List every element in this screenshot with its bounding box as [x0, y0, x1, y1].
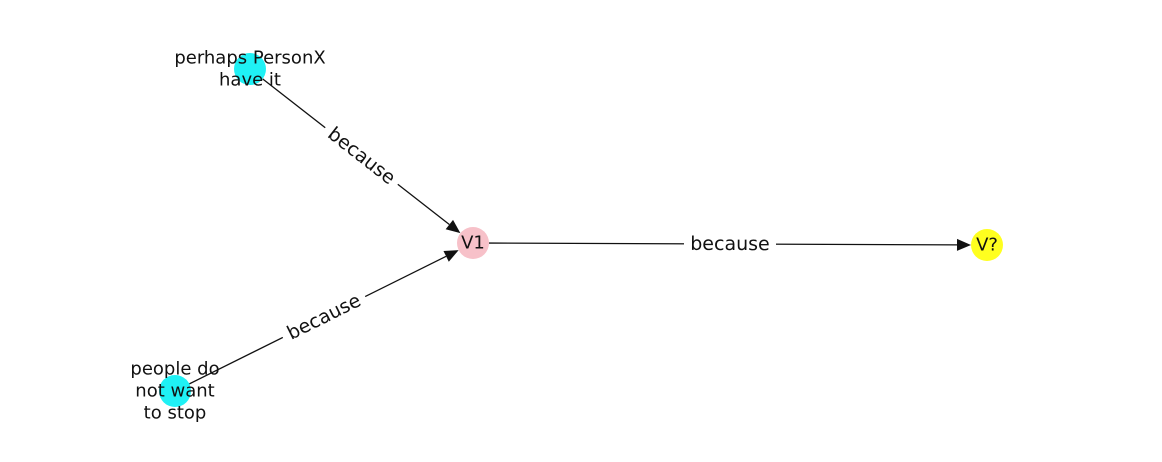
edge-label: because [323, 123, 399, 189]
edge-label-group: because [316, 116, 407, 196]
edge-v1-to-vq: because [488, 229, 972, 259]
edge-perhaps-to-v1: because [262, 78, 461, 234]
edge-label: because [690, 233, 770, 255]
arrowhead [443, 250, 459, 262]
node-circle [971, 229, 1003, 261]
node-label-line: V? [976, 235, 998, 256]
edge-label-background [276, 284, 372, 350]
edge-people-to-v1: because [189, 250, 459, 385]
arrowhead [445, 219, 461, 234]
edge-label-group: because [276, 284, 372, 350]
node-label-line: not want [135, 381, 214, 402]
edges-layer: because because because [189, 78, 972, 385]
edge-label-group: because [683, 229, 777, 259]
node-v1: V1 [457, 227, 489, 259]
node-label-line: V1 [461, 233, 485, 254]
node-label-line: people do [130, 359, 219, 380]
arrowhead [956, 238, 972, 251]
node-circle [159, 375, 191, 407]
node-label-line: have it [219, 70, 281, 91]
node-circle [234, 53, 266, 85]
edge-label-background [683, 229, 777, 259]
node-circle [457, 227, 489, 259]
node-label-line: perhaps PersonX [174, 48, 325, 69]
edge-label-background [316, 116, 407, 196]
node-label-line: to stop [144, 403, 207, 424]
node-vq: V? [971, 229, 1003, 261]
